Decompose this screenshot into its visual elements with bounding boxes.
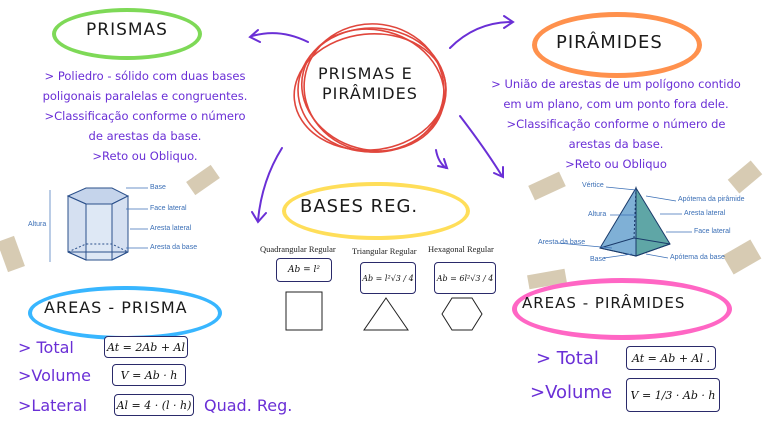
prism-label-base: Base [150,184,166,191]
prismas-line: > Poliedro - sólido com duas bases [44,69,246,83]
areas-prisma-row-label: >Lateral [18,396,88,415]
piramides-line: em um plano, com um ponto fora dele. [503,97,729,111]
areas-prisma-row-label: > Total [18,338,74,357]
center-title-line2: PIRÂMIDES [322,84,418,103]
pyramid-label-face-lateral: Face lateral [694,228,731,235]
prismas-line: de arestas da base. [88,129,202,143]
base-label-hexagonal: Hexagonal Regular [428,244,494,254]
base-formula-hexagonal: Ab = 6l²√3 / 4 [434,262,496,294]
areas-prisma-formula-volume: V = Ab · h [112,364,186,386]
areas-piramides-formula-total: At = Ab + Al . [626,346,716,370]
piramides-title: PIRÂMIDES [556,32,663,53]
prism-label-face: Face lateral [150,205,187,212]
prismas-description: > Poliedro - sólido com duas bases polig… [10,66,280,166]
bases-title-oval [282,182,470,240]
base-formula-quadrangular: Ab = l² [276,258,332,282]
pyramid-label-base: Base [590,256,606,263]
pyramid-label-apotema-piramide: Apótema da pirâmide [678,196,745,203]
pyramid-label-altura: Altura [588,211,607,218]
areas-prisma-row-label: >Volume [18,366,91,385]
areas-prisma-formula-lateral: Al = 4 · (l · h) [114,394,194,416]
areas-piramides-oval [512,278,732,340]
base-formula-triangular: Ab = l²√3 / 4 [360,262,416,294]
center-title-line1: PRISMAS E [318,64,413,83]
prism-label-altura: Altura [28,221,47,228]
pyramid-label-vertice: Vértice [582,182,604,189]
pyramid-diagram [599,186,671,257]
piramides-title-oval [532,12,702,78]
areas-piramides-formula-volume: V = 1/3 · Ab · h [626,378,720,412]
prismas-line: poligonais paralelas e congruentes. [42,89,248,103]
base-label-quadrangular: Quadrangular Regular [260,244,336,254]
areas-prisma-title: AREAS - PRISMA [44,298,188,317]
prismas-title-oval [52,8,202,60]
prismas-line: >Reto ou Obliquo. [92,149,198,163]
base-label-triangular: Triangular Regular [352,246,417,256]
areas-prisma-formula-total: At = 2Ab + Al [104,336,188,358]
hexagon-shape [441,297,483,331]
pyramid-label-aresta-base: Aresta da base [538,239,586,246]
areas-piramides-row-label: >Volume [530,382,613,403]
areas-prisma-lateral-note: Quad. Reg. [204,396,293,415]
prism-diagram [66,187,130,261]
piramides-line: >Reto ou Obliquo [565,157,667,171]
areas-piramides-row-label: > Total [536,348,599,369]
piramides-line: arestas da base. [568,137,664,151]
prism-label-aresta: Aresta lateral [150,225,192,232]
pyramid-label-aresta-lateral: Aresta lateral [684,210,726,217]
center-scribble [293,23,447,153]
square-shape [285,291,323,331]
bases-title: BASES REG. [300,196,419,217]
piramides-line: >Classificação conforme o número de [506,117,726,131]
piramides-description: > União de arestas de um polígono contid… [466,74,766,174]
prismas-line: >Classificação conforme o número [44,109,246,123]
pyramid-label-apotema-base: Apótema da base [670,254,725,261]
piramides-line: > União de arestas de um polígono contid… [491,77,741,91]
prismas-title: PRISMAS [86,20,168,40]
prism-label-aresta-base: Aresta da base [150,244,198,251]
areas-piramides-title: AREAS - PIRÂMIDES [522,294,686,312]
triangle-shape [363,297,409,331]
